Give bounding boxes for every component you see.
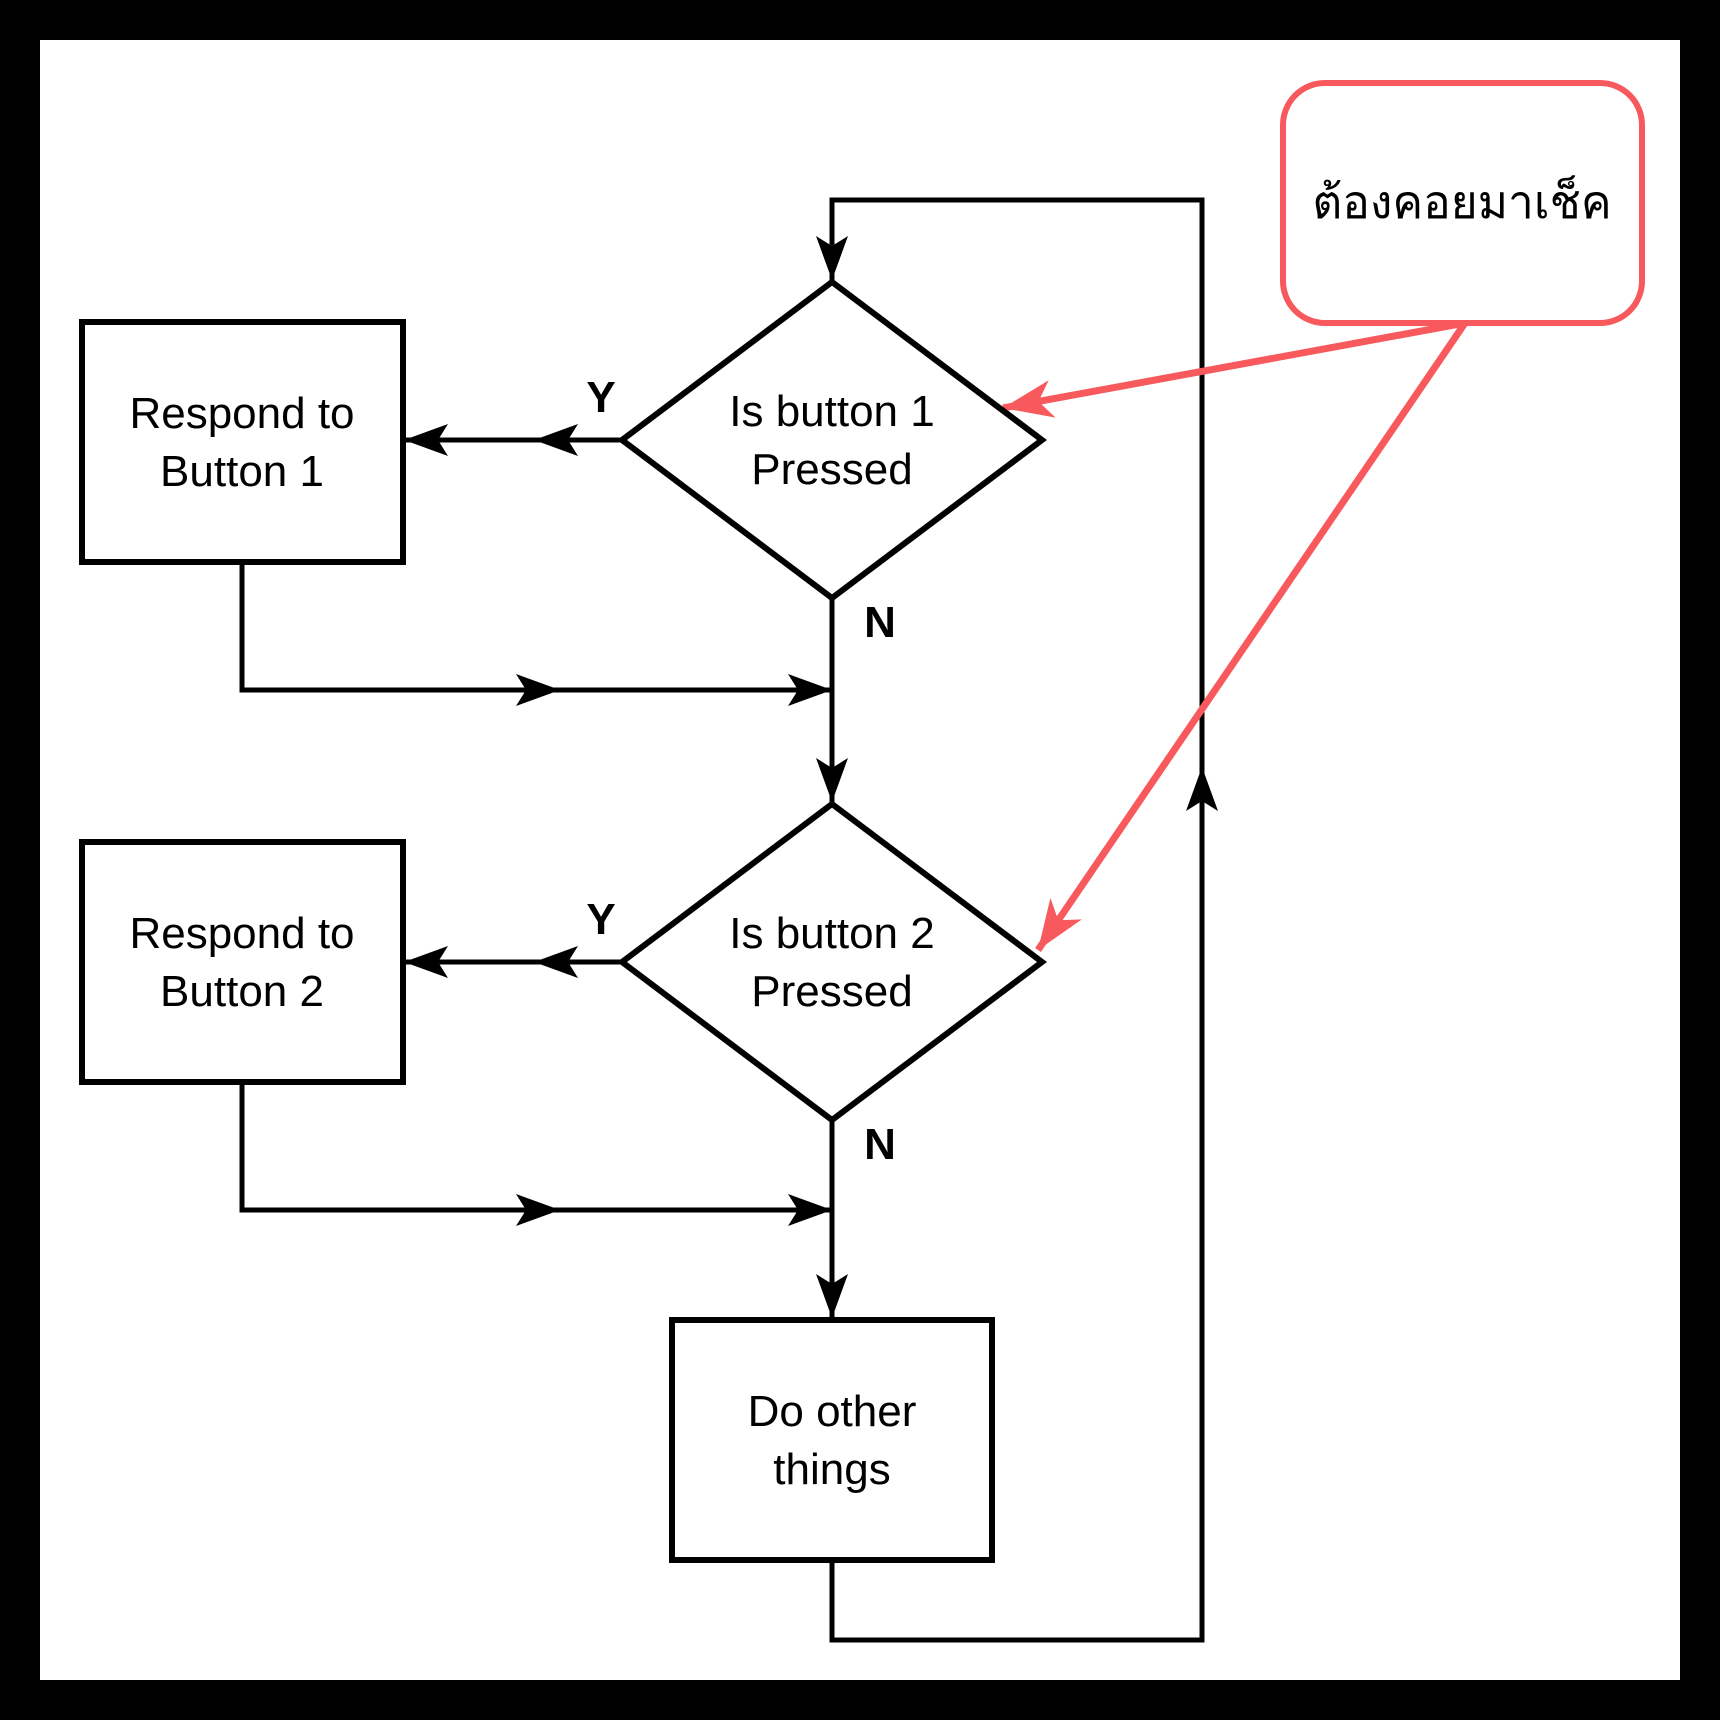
process3-label-line1: Do other xyxy=(748,1387,917,1436)
decision1-label-line2: Pressed xyxy=(751,445,912,494)
loop-back-line-lower xyxy=(829,767,1218,1643)
process1-label-line1: Respond to xyxy=(129,389,354,438)
process2-return-connector-a xyxy=(239,1082,560,1226)
decision2-yes-label: Y xyxy=(586,895,615,944)
process1-box xyxy=(79,319,406,565)
process2-label-line1: Respond to xyxy=(129,909,354,958)
decision1-label-line1: Is button 1 xyxy=(729,387,934,436)
decision2-label-line1: Is button 2 xyxy=(729,909,934,958)
decision1-diamond xyxy=(617,278,1047,602)
annotation-arrow-to-decision1 xyxy=(1002,319,1466,418)
process2-box xyxy=(79,839,406,1085)
annotation-arrow-to-decision2 xyxy=(1035,321,1468,952)
decision2-no-label: N xyxy=(864,1120,896,1169)
process2-label-line2: Button 2 xyxy=(160,967,324,1016)
decision2-diamond xyxy=(617,800,1047,1124)
annotation-text: ต้องคอยมาเช็ค xyxy=(1312,175,1611,228)
process1-label-line2: Button 1 xyxy=(160,447,324,496)
process3-label-line2: things xyxy=(773,1445,890,1494)
annotation-callout-box xyxy=(1280,80,1645,326)
process3-box xyxy=(669,1317,995,1563)
decision1-yes-label: Y xyxy=(586,373,615,422)
decision1-no-label: N xyxy=(864,598,896,647)
decision2-label-line2: Pressed xyxy=(751,967,912,1016)
process1-return-connector-a xyxy=(239,562,560,706)
loop-back-line-upper xyxy=(816,197,1205,767)
